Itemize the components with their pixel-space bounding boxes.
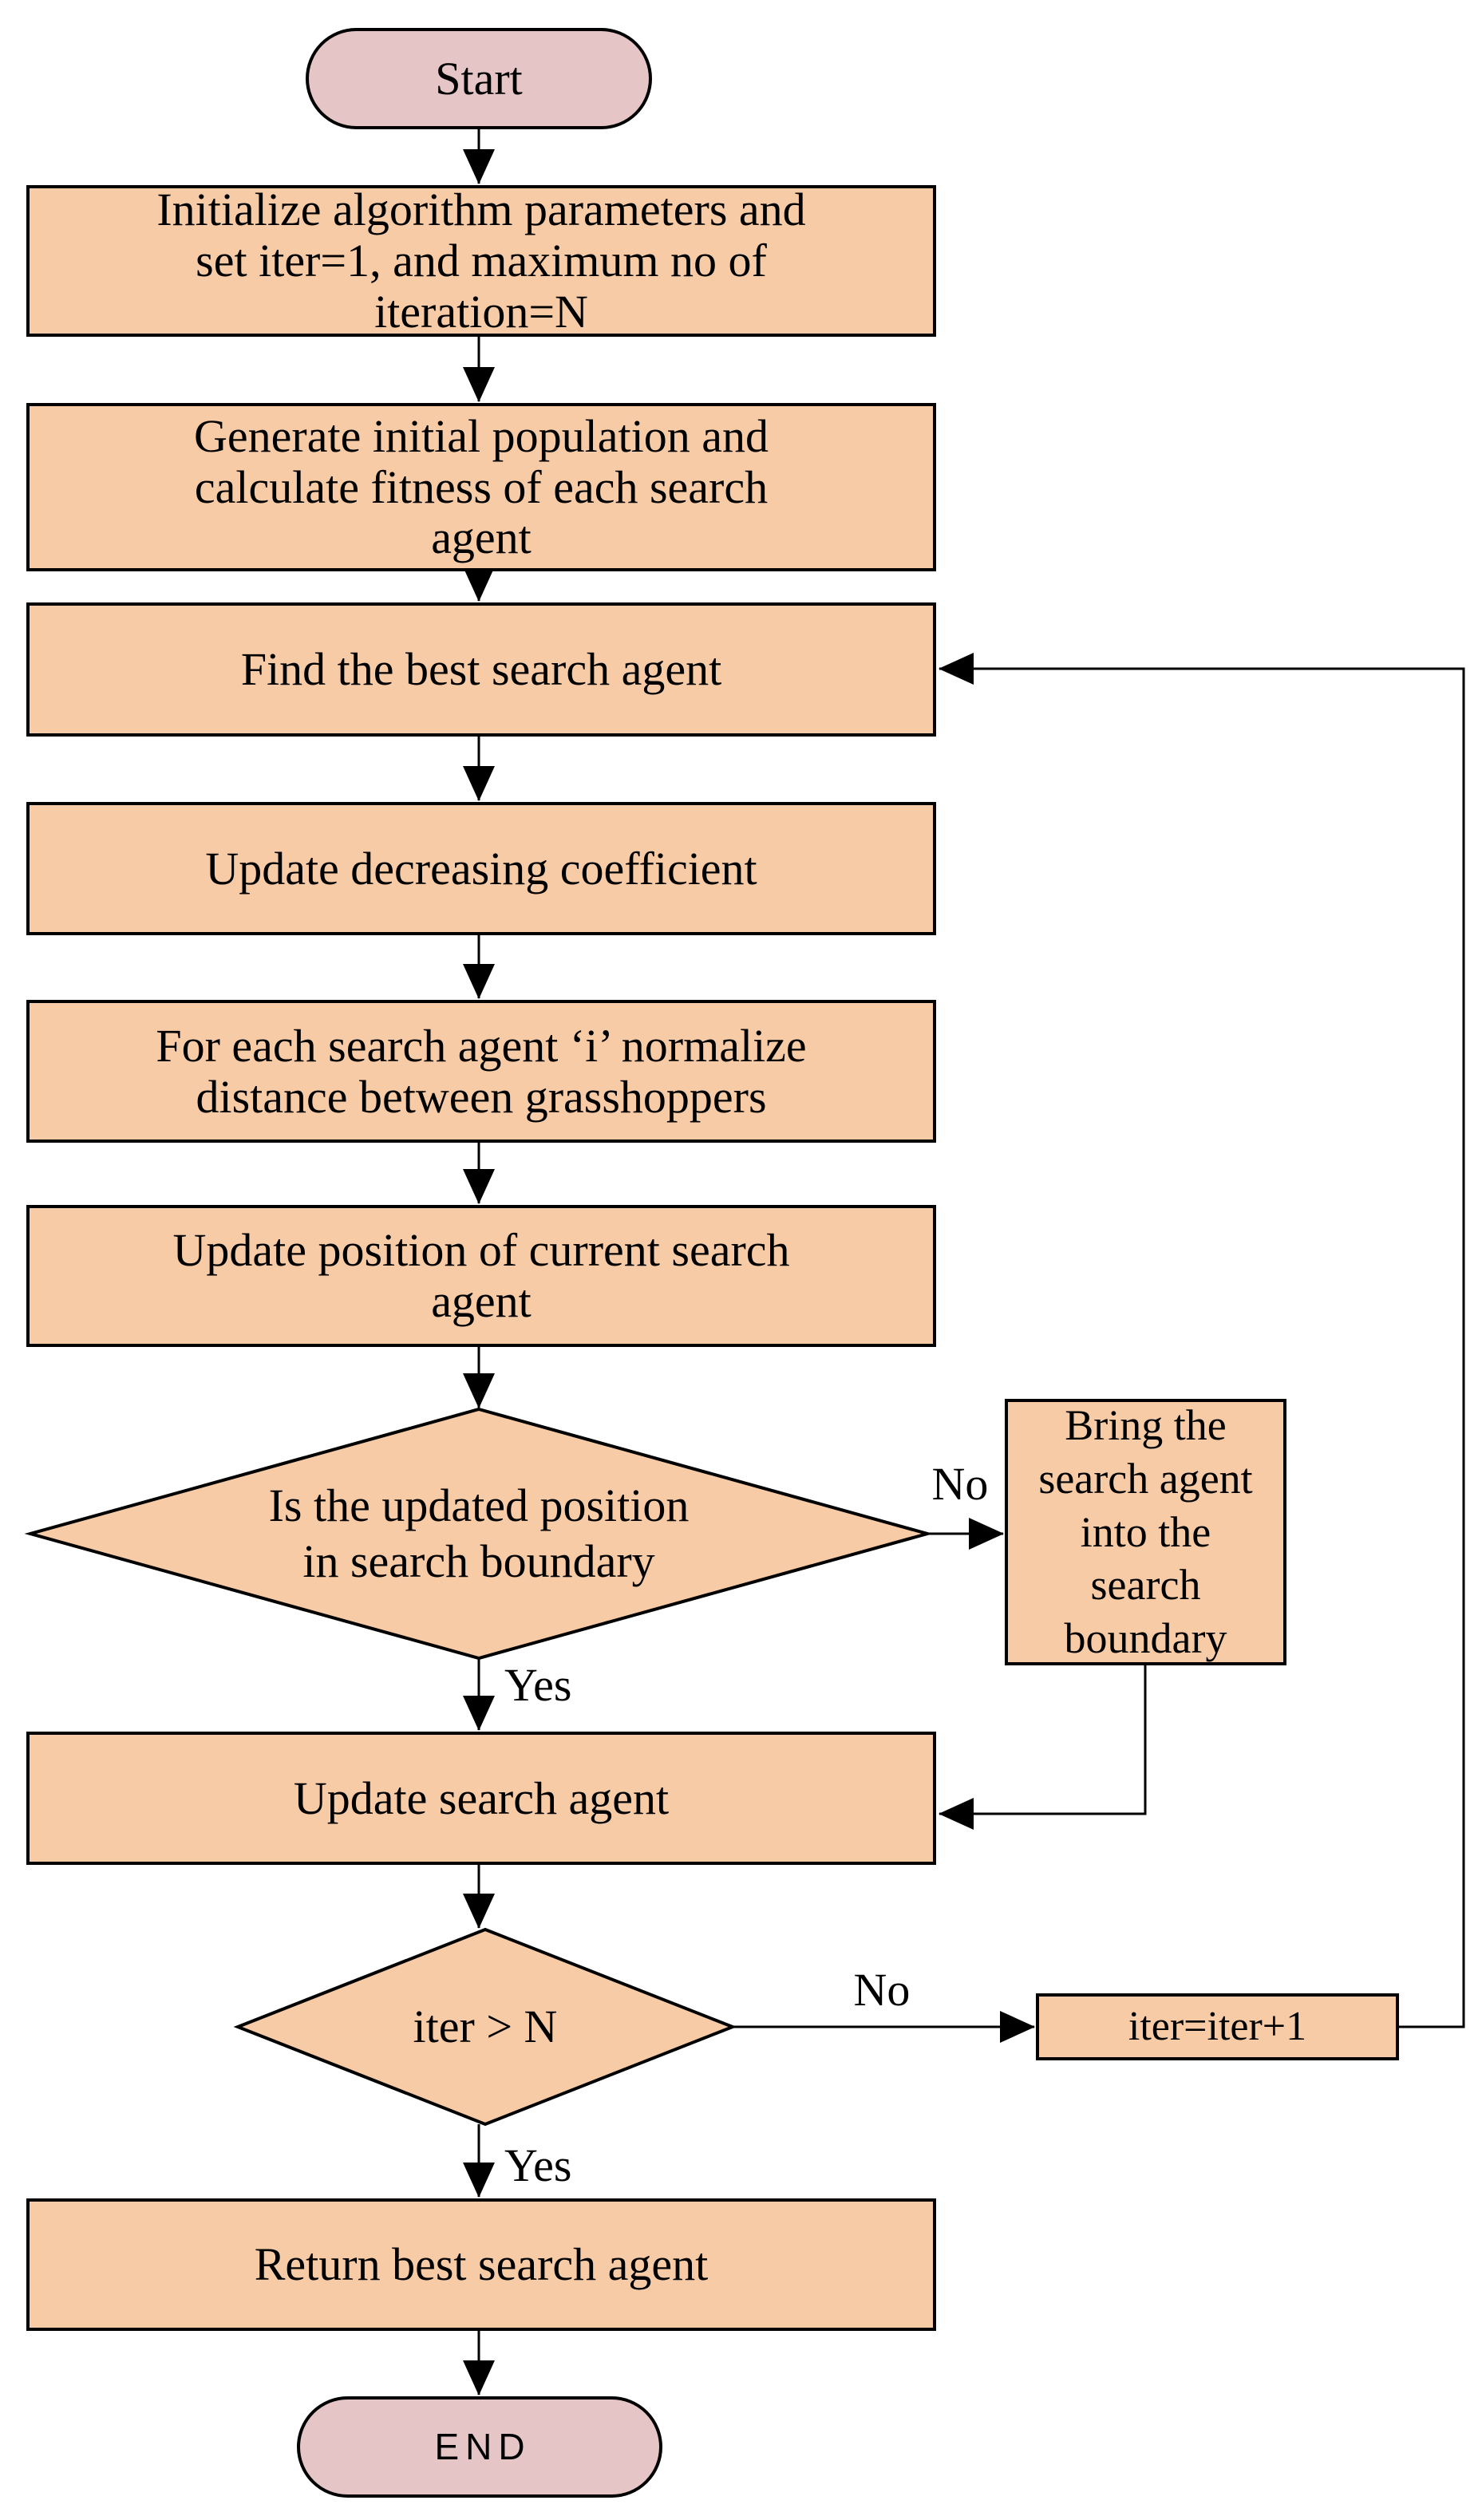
bring-into-boundary-process: Bring the search agent into the search b…	[1005, 1399, 1286, 1665]
find-best-agent-process: Find the best search agent	[26, 602, 936, 737]
edge-increment-loop-to-find-best	[939, 653, 1465, 2028]
start-terminal: Start	[306, 28, 652, 129]
boundary-no-label: No	[931, 1458, 989, 1510]
edge-bring-back-to-update-agent	[939, 1665, 1147, 1830]
iteration-yes-label: Yes	[504, 2139, 572, 2191]
update-search-agent-process: Update search agent	[26, 1732, 936, 1865]
boundary-decision-diamond-shape	[24, 1407, 934, 1661]
boundary-yes-label: Yes	[504, 1659, 572, 1711]
initialize-parameters-process: Initialize algorithm parameters and set …	[26, 184, 936, 337]
normalize-distance-process: For each search agent ‘i’ normalize dist…	[26, 1000, 936, 1143]
return-best-agent-process: Return best search agent	[26, 2198, 936, 2331]
increment-iteration-process: iter=iter+1	[1036, 1993, 1399, 2060]
update-position-process: Update position of current search agent	[26, 1205, 936, 1347]
update-coefficient-process: Update decreasing coefficient	[26, 802, 936, 935]
end-terminal: END	[297, 2396, 662, 2498]
iteration-decision-diamond-shape	[233, 1927, 737, 2127]
iteration-no-label: No	[853, 1964, 911, 2016]
generate-population-process: Generate initial population and calculat…	[26, 403, 936, 571]
